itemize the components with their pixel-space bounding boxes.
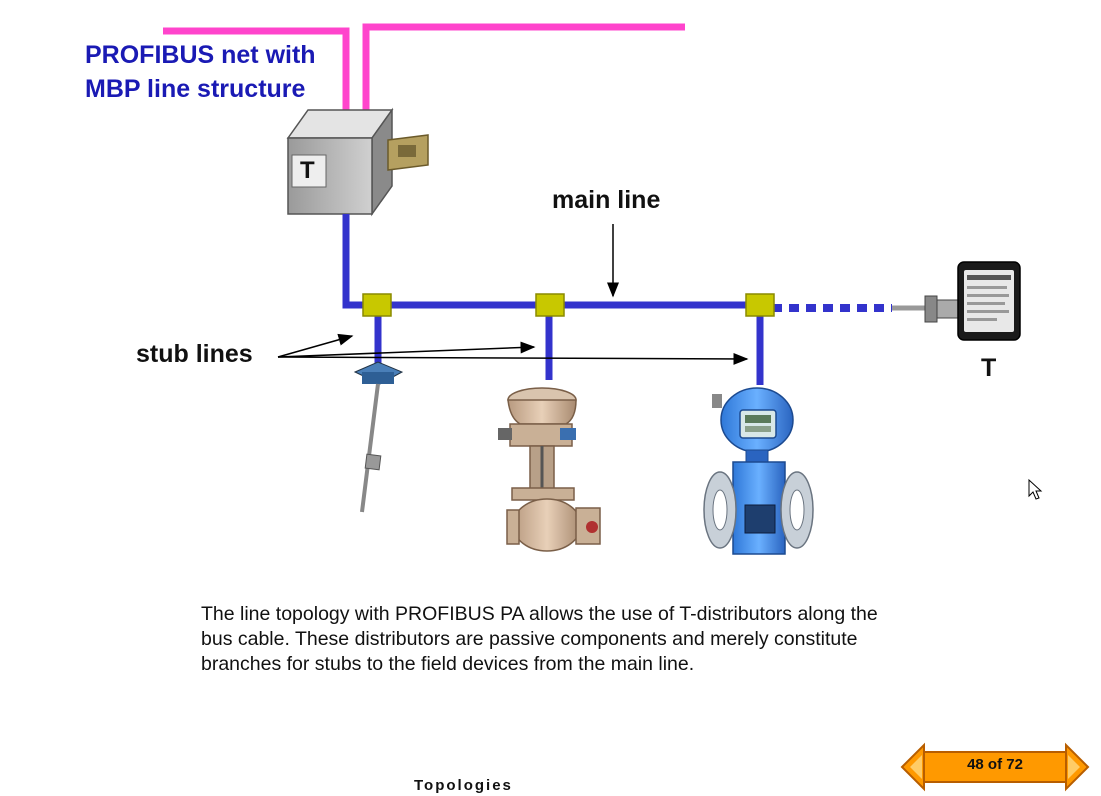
stub-line	[374, 310, 764, 385]
control-valve-icon	[498, 387, 601, 552]
terminator-box-icon	[286, 107, 429, 217]
temperature-sensor-icon	[353, 361, 404, 513]
main-line	[342, 214, 892, 312]
stub-lines-label: stub lines	[136, 340, 253, 368]
mouse-cursor-icon	[1028, 478, 1043, 500]
stub-lines-arrows	[277, 333, 749, 365]
terminator-module-icon	[892, 261, 1021, 341]
title-line-2: MBP line structure	[85, 75, 306, 103]
main-line-label: main line	[552, 186, 661, 214]
diagram-title: PROFIBUS net with MBP line structure	[85, 38, 355, 106]
dp-cable	[163, 23, 685, 122]
pager-widget	[900, 742, 1090, 792]
footer-title: Topologies	[414, 777, 513, 794]
title-line-1: PROFIBUS net with	[85, 41, 316, 69]
terminator-label-left: T	[300, 157, 315, 184]
t-distributor-icon	[362, 293, 775, 317]
page-counter: 48 of 72	[967, 756, 1023, 773]
description-text: The line topology with PROFIBUS PA allow…	[201, 603, 878, 675]
terminator-label-right: T	[981, 354, 997, 382]
flow-meter-icon	[703, 387, 814, 555]
